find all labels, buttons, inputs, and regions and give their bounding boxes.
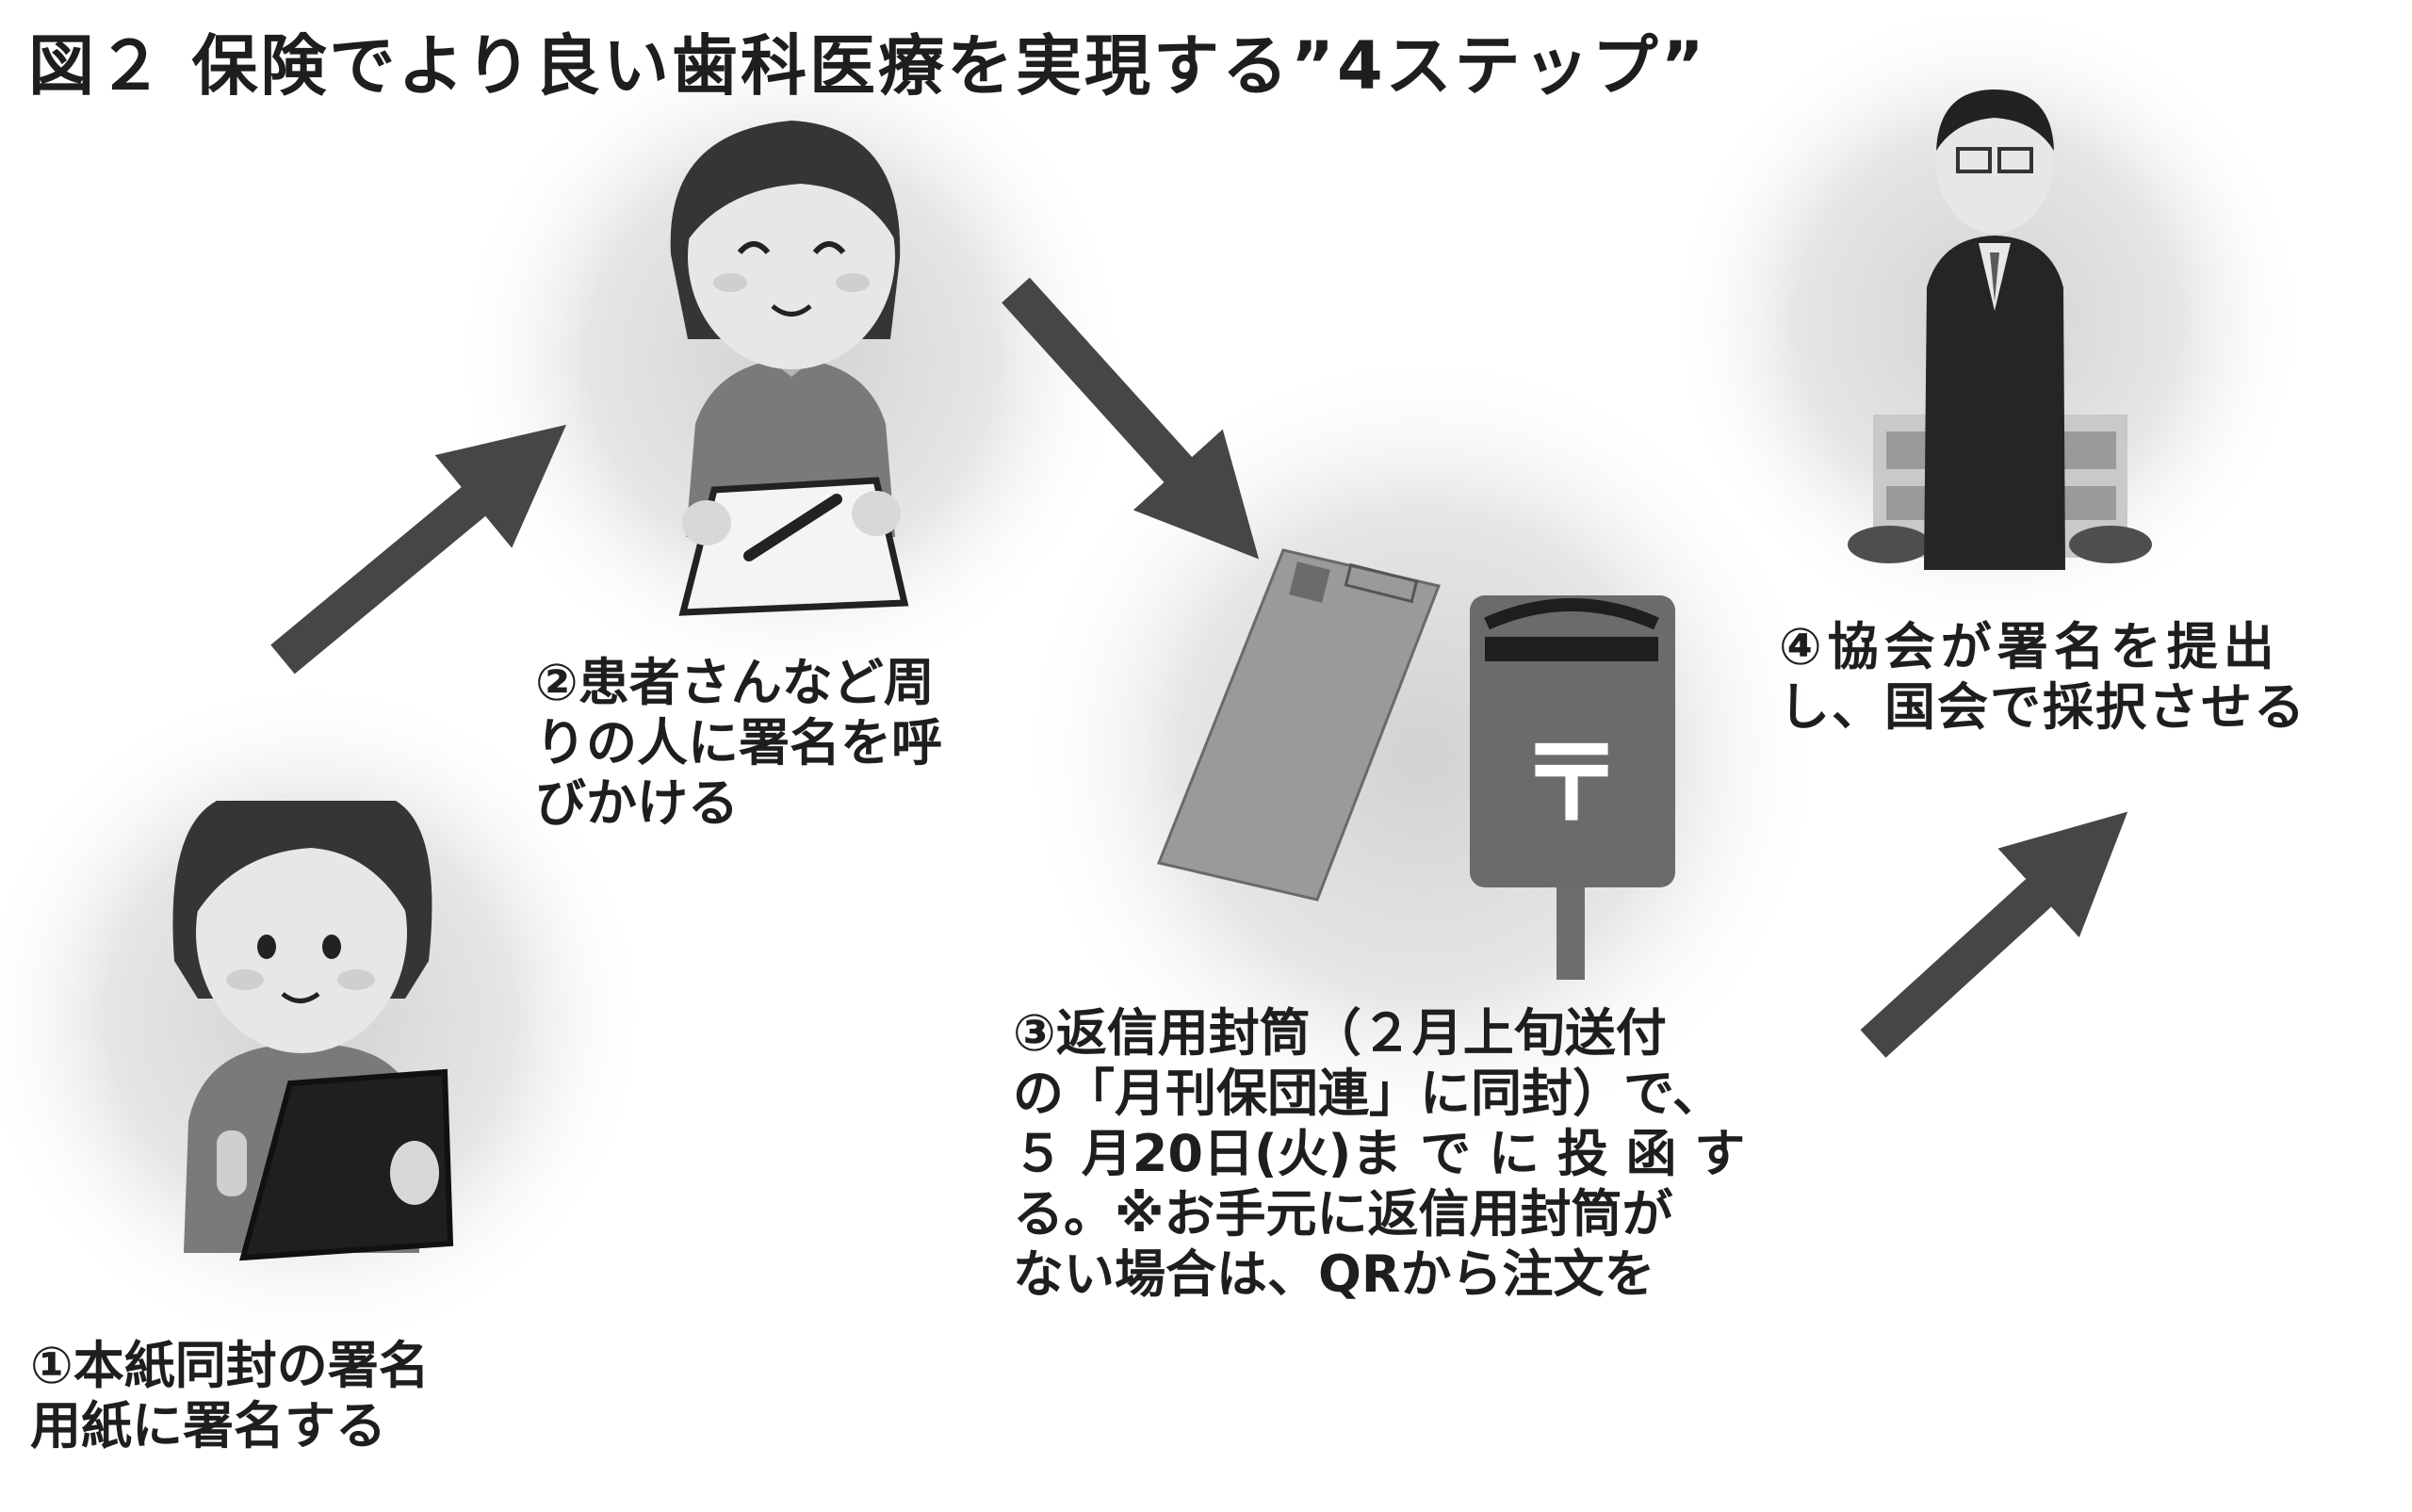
step-1-caption: ①本紙同封の署名 用紙に署名する xyxy=(30,1336,430,1456)
step-3-line-3: ５ 月20日(火)ま で に 投 函 す xyxy=(1013,1124,1746,1183)
step-1-line-1: ①本紙同封の署名 xyxy=(30,1336,430,1395)
step-2-caption: ②患者さんなど周 りの人に署名を呼 びかける xyxy=(535,653,942,834)
step-2-line-2: りの人に署名を呼 xyxy=(535,713,942,772)
step-3-caption: ③返信用封筒（２月上旬送付 の「月刊保団連」に同封）で、 ５ 月20日(火)ま … xyxy=(1013,1003,1745,1305)
step-2-line-3: びかける xyxy=(535,773,739,833)
figure-title: 図２ 保険でより良い歯科医療を実現する”4ステップ” xyxy=(28,27,1707,105)
step-3-line-2: の「月刊保団連」に同封）で、 xyxy=(1013,1064,1723,1123)
postbox-icon: 〒 xyxy=(1470,595,1675,980)
arrow-step3-to-step4 xyxy=(1860,811,2128,1058)
arrow-step2-to-step3 xyxy=(1002,277,1260,560)
politician-icon xyxy=(1924,89,2065,570)
step-4-caption: ④協会が署名を提出 し、国会で採択させる xyxy=(1779,617,2306,738)
woman-writing-tablet-icon xyxy=(172,801,454,1261)
step-4-line-1: ④協会が署名を提出 xyxy=(1779,617,2280,676)
postbox-mark: 〒 xyxy=(1520,723,1623,844)
step-3-line-4: る。※お手元に返信用封筒が xyxy=(1013,1184,1673,1244)
postcard-icon xyxy=(1156,548,1442,902)
step-3-line-5: ない場合は、QRから注文を xyxy=(1013,1244,1655,1304)
step-3-line-1: ③返信用封筒（２月上旬送付 xyxy=(1013,1003,1667,1063)
step-4-line-2: し、国会で採択させる xyxy=(1779,677,2306,737)
arrow-step1-to-step2 xyxy=(270,424,567,675)
smiling-woman-signing-icon xyxy=(670,121,909,616)
step-1-line-2: 用紙に署名する xyxy=(30,1396,386,1455)
step-2-line-1: ②患者さんなど周 xyxy=(535,653,935,712)
